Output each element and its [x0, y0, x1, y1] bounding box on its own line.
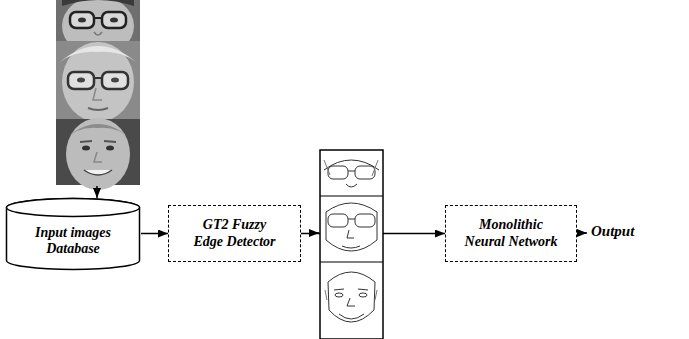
node-label: GT2 Fuzzy Edge Detector	[189, 217, 281, 249]
flow-arrow	[141, 233, 168, 235]
database-cylinder: Input images Database	[5, 197, 141, 271]
node-label: Input images Database	[27, 225, 119, 257]
edge-image	[320, 150, 383, 339]
flow-arrow	[310, 232, 319, 234]
cylinder-body	[7, 199, 140, 270]
flow-arrow	[577, 232, 587, 234]
process-box: GT2 Fuzzy Edge Detector	[168, 205, 301, 262]
flow-arrow	[96, 186, 98, 198]
output-label: Output	[591, 223, 634, 240]
face-photo	[56, 41, 140, 122]
face-photo	[56, 118, 140, 190]
node-label: Monolithic Neural Network	[461, 217, 561, 249]
cylinder-top	[7, 199, 140, 217]
process-box: Monolithic Neural Network	[445, 205, 577, 262]
